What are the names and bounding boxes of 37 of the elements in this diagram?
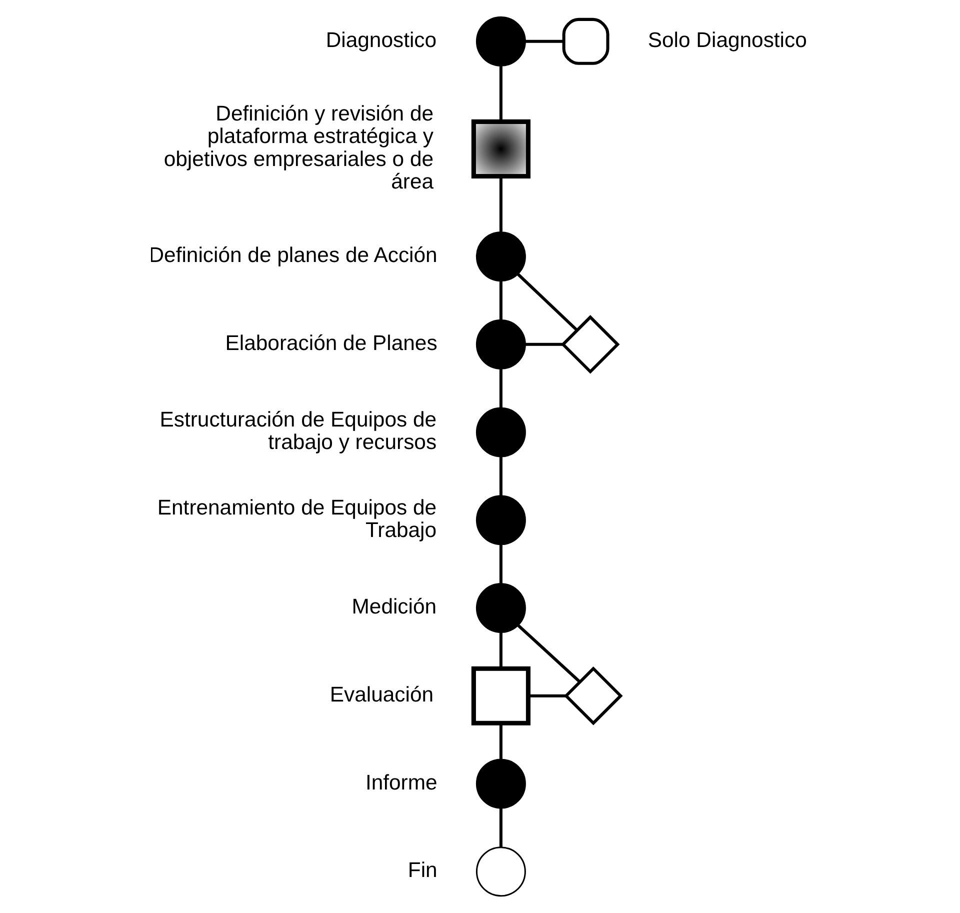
node-label: Elaboración de Planes: [224, 332, 437, 355]
node-label: Definición y revisión de plataforma estratégica y objetivos empresariales o de área: [163, 102, 434, 194]
connector: [498, 176, 502, 232]
node-diamond: [560, 314, 620, 374]
node-dot: [475, 16, 526, 66]
connector: [498, 544, 502, 584]
connector: [498, 66, 502, 122]
node-label: Diagnostico: [325, 29, 436, 52]
connector: [524, 342, 562, 346]
connector: [516, 624, 580, 683]
connector: [528, 694, 566, 698]
node-label: Medición: [351, 596, 436, 619]
connector: [498, 723, 502, 760]
node-label: Entrenamiento de Equipos de Trabajo: [156, 496, 436, 542]
connector: [498, 368, 502, 408]
node-label: Estructuración de Equipos de trabajo y recursos: [159, 408, 436, 454]
node-label: Fin: [407, 859, 437, 882]
connector: [498, 632, 502, 669]
node-dot: [475, 319, 526, 370]
node-delay: [562, 18, 609, 65]
connector: [498, 280, 502, 320]
node-dot: [475, 232, 526, 282]
node-diamond: [563, 666, 622, 726]
connector: [498, 456, 502, 496]
node-box: [470, 119, 530, 178]
connector: [524, 40, 564, 43]
connector: [516, 272, 578, 332]
node-dot: [475, 495, 526, 546]
node-dot: [475, 407, 526, 458]
node-label: Informe: [364, 771, 437, 794]
node-label: Solo Diagnostico: [647, 29, 806, 52]
node-dot: [475, 758, 526, 809]
connector: [498, 808, 502, 848]
node-box: [470, 666, 530, 726]
node-circle: [475, 846, 526, 897]
node-label: Evaluación: [329, 683, 434, 706]
node-dot: [475, 583, 526, 633]
